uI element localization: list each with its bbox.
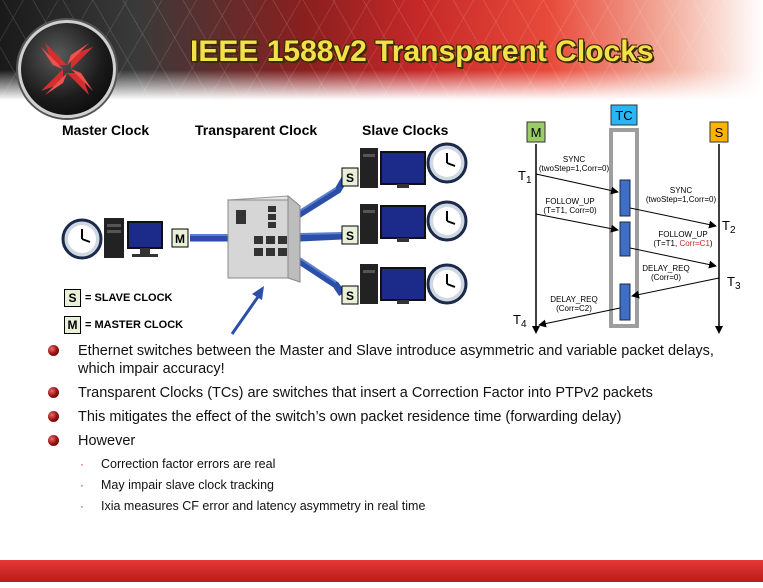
sub-bullet-dot-icon: · (80, 457, 84, 471)
msg-followup-2-detail: (T=T1, Corr=C1) (653, 239, 712, 248)
slide-title: IEEE 1588v2 Transparent Clocks (190, 35, 654, 68)
msg-sync-1: SYNC (563, 155, 585, 164)
svg-text:S: S (715, 125, 724, 140)
node-slave: S (709, 121, 729, 143)
header-fade (0, 70, 763, 100)
legend-slave: S = SLAVE CLOCK (64, 289, 173, 307)
bullet-dot-icon (48, 411, 59, 422)
bullet-dot-icon (48, 435, 59, 446)
msg-delayreq-1: DELAY_REQ (642, 264, 689, 273)
msg-sync-1-detail: (twoStep=1,Corr=0) (539, 164, 610, 173)
slave-clock-group-2: S (341, 200, 468, 245)
time-t2: T2 (722, 218, 736, 236)
bullet-item: Transparent Clocks (TCs) are switches th… (48, 384, 748, 402)
legend-master: M = MASTER CLOCK (64, 316, 183, 334)
tc-residence-bar-3 (619, 283, 631, 321)
footer-bar (0, 560, 763, 582)
svg-text:TC: TC (615, 108, 632, 123)
label-transparent-clock: Transparent Clock (195, 122, 318, 138)
slave-clock-group-3: S (341, 263, 468, 305)
msg-followup-1-detail: (T=T1, Corr=0) (543, 206, 597, 215)
svg-text:S: S (346, 229, 354, 243)
legend-slave-text: = SLAVE CLOCK (85, 292, 173, 304)
svg-text:S: S (346, 289, 354, 303)
transparent-clock-switch-icon (226, 194, 302, 283)
node-master: M (526, 121, 546, 143)
legend-master-text: = MASTER CLOCK (85, 319, 184, 331)
bullet-item: This mitigates the effect of the switch’… (48, 408, 748, 426)
company-logo (18, 20, 116, 118)
msg-delayreq-2: DELAY_REQ (550, 295, 597, 304)
msg-delayreq-1-detail: (Corr=0) (651, 273, 681, 282)
bullet-item: However (48, 432, 748, 450)
bullet-dot-icon (48, 345, 59, 356)
label-master-clock: Master Clock (62, 122, 150, 138)
slave-clock-group-1: S (341, 142, 468, 188)
master-clock-icon (61, 218, 103, 260)
time-t3: T3 (727, 274, 741, 292)
sub-bullet-dot-icon: · (80, 478, 84, 492)
logo-x-icon (41, 43, 93, 95)
tc-residence-bar-2 (619, 221, 631, 257)
msg-sync-2: SYNC (670, 186, 692, 195)
sub-bullet-item: ·Ixia measures CF error and latency asym… (80, 499, 426, 513)
msg-sync-2-detail: (twoStep=1,Corr=0) (646, 195, 717, 204)
msg-followup-1: FOLLOW_UP (545, 197, 594, 206)
msg-delayreq-2-detail: (Corr=C2) (556, 304, 592, 313)
tc-residence-bar-1 (619, 179, 631, 217)
bullet-dot-icon (48, 387, 59, 398)
bullet-list: Ethernet switches between the Master and… (48, 342, 748, 519)
master-computer-icon (104, 218, 163, 258)
legend-master-tag: M (64, 316, 81, 334)
network-diagram: M S S (61, 142, 468, 335)
sub-bullet-dot-icon: · (80, 499, 84, 513)
label-slave-clocks: Slave Clocks (362, 122, 449, 138)
time-t1: T1 (518, 168, 532, 186)
bullet-item: Ethernet switches between the Master and… (48, 342, 748, 378)
node-tc: TC (610, 104, 638, 126)
legend-slave-tag: S (64, 289, 81, 307)
svg-text:M: M (175, 232, 185, 246)
timing-diagram: M TC S SYNC (twoStep=1,Corr=0) SYNC (two… (513, 104, 741, 334)
time-t4: T4 (513, 312, 527, 330)
sub-bullet-item: ·Correction factor errors are real (80, 457, 276, 471)
sub-bullet-item: ·May impair slave clock tracking (80, 478, 274, 492)
svg-text:S: S (346, 171, 354, 185)
master-tag-box: M (171, 228, 189, 248)
msg-followup-2: FOLLOW_UP (658, 230, 707, 239)
svg-text:M: M (531, 125, 542, 140)
switch-pointer-arrow (230, 286, 264, 335)
header-banner (0, 0, 763, 100)
